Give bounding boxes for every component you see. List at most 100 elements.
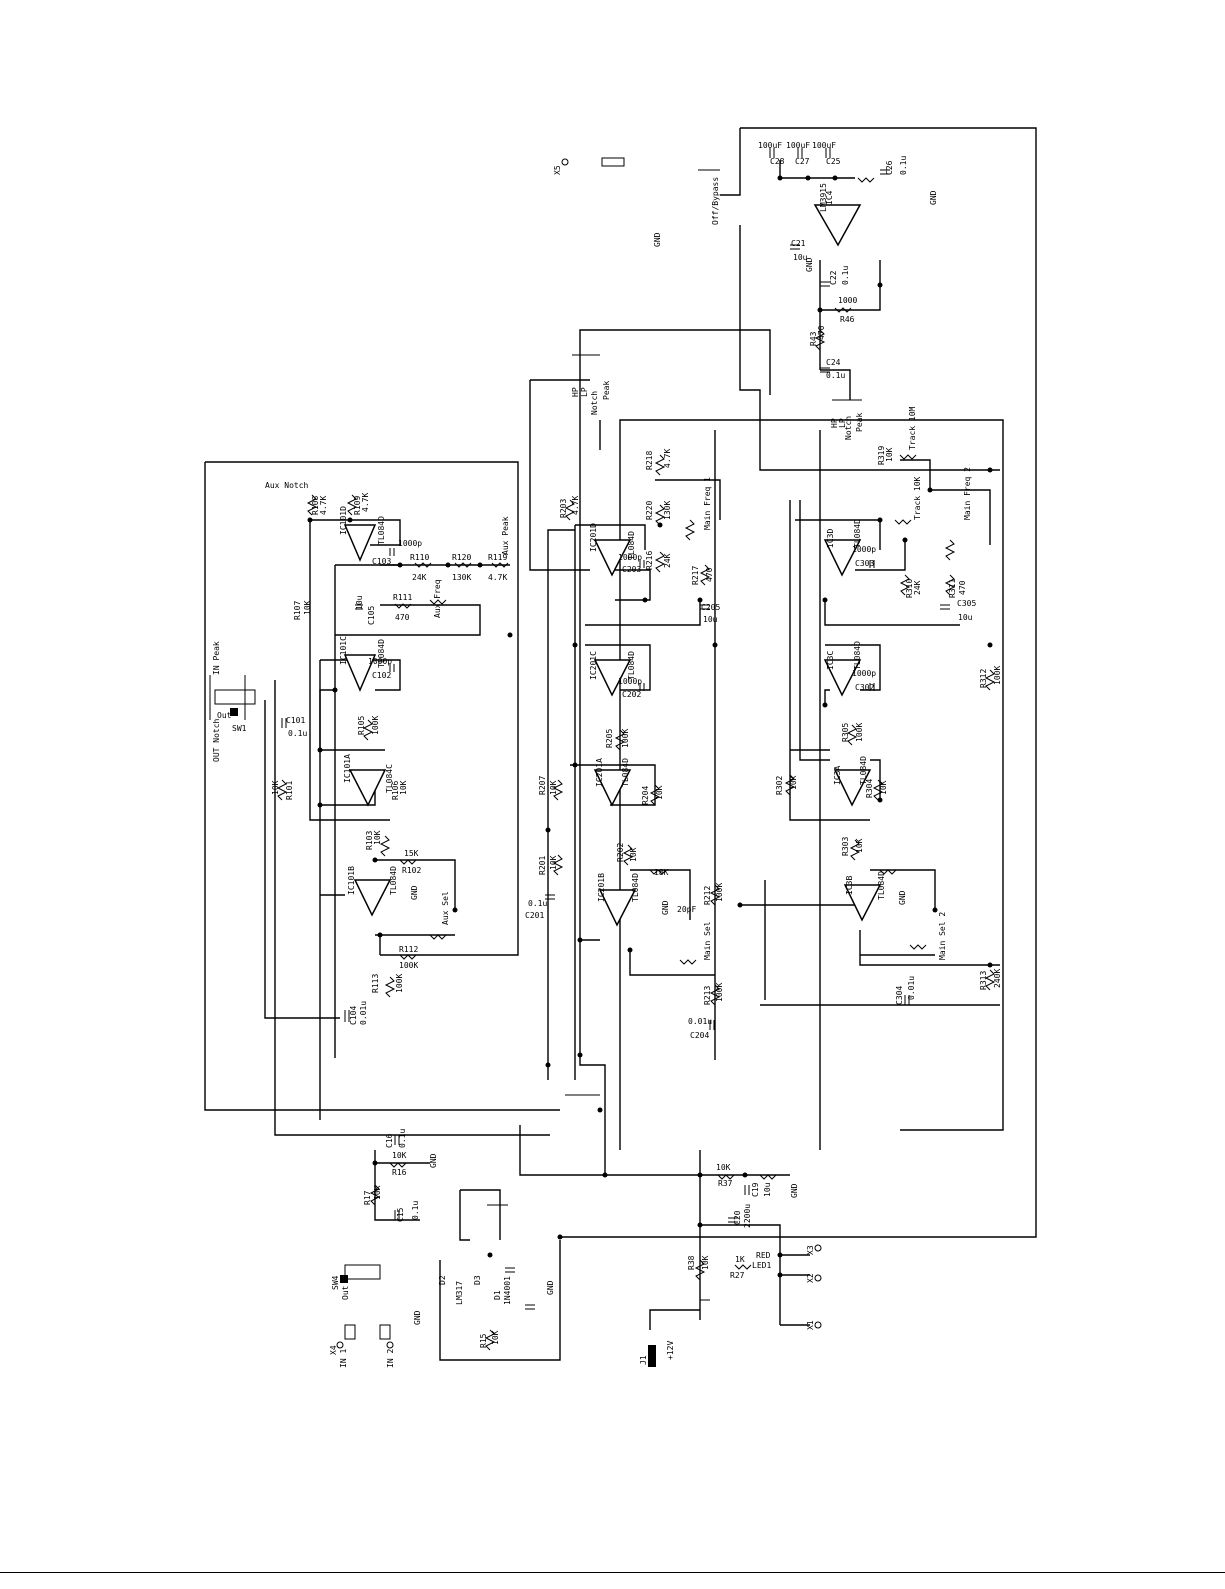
switch-hp: HP — [830, 418, 839, 428]
switch-lp: LP — [580, 387, 589, 397]
opamp-ic3d — [823, 539, 862, 577]
opamp-ic201d — [593, 539, 632, 577]
cap-value: 0.1u — [899, 156, 908, 175]
opamp-part: TL084D — [877, 871, 886, 900]
opamp-ref: IC3D — [826, 529, 835, 548]
resistor-value: 240K — [993, 969, 1002, 988]
resistor-ref: R111 — [393, 593, 412, 602]
opamp-ref: IC201C — [589, 651, 598, 680]
resistor-value: 10K — [885, 447, 894, 462]
switch-peak: Peak — [855, 413, 864, 432]
opamp-ic201a — [593, 769, 632, 807]
cap-ref: C25 — [826, 157, 841, 166]
opamp-ic101b — [353, 879, 392, 917]
cap-ref: C105 — [367, 606, 376, 625]
opamp-ic3b — [843, 884, 882, 922]
gnd-label: GND — [898, 890, 907, 905]
cap-value: 100uF — [812, 141, 836, 150]
label-aux-peak: Aux Peak — [501, 516, 510, 555]
switch-lp: LP — [838, 418, 847, 428]
cap-ref: C302 — [855, 683, 874, 692]
resistor-value: 4.7K — [319, 496, 328, 515]
resistor-ref: R101 — [285, 781, 294, 800]
diode-part: 1N4001 — [503, 1276, 512, 1305]
resistor-value: 130K — [452, 573, 471, 582]
resistor-value: 4.7K — [361, 493, 370, 512]
resistor-ref: R302 — [775, 776, 784, 795]
opamp-ic101a — [348, 769, 387, 807]
resistor-ref: R213 — [703, 986, 712, 1005]
resistor-value: 100K — [399, 961, 418, 970]
resistor-ref: R311 — [948, 579, 957, 598]
main-filter-2-block — [790, 459, 1000, 966]
opamp-part: TL084D — [627, 531, 636, 560]
cap-ref: C103 — [372, 557, 391, 566]
opamp-symbols — [343, 204, 882, 927]
resistor-ref: R110 — [410, 553, 429, 562]
diode-ref: D3 — [473, 1275, 482, 1285]
resistor-ref: R204 — [641, 786, 650, 805]
cap-ref: C28 — [770, 157, 785, 166]
cap-value: 0.01u — [907, 976, 916, 1000]
opamp-ref: IC3A — [833, 766, 842, 785]
cap-value: 1000p — [852, 545, 876, 554]
opamp-ref: IC101B — [347, 866, 356, 895]
resistor-ref: R102 — [402, 866, 421, 875]
resistor-value: 10K — [271, 780, 280, 795]
cap-ref: C26 — [885, 160, 894, 175]
resistor-value: 10K — [392, 1151, 407, 1160]
resistor-value: 10K — [716, 1163, 731, 1172]
resistor-value: 10K — [399, 780, 408, 795]
resistor-value: 10K — [655, 785, 664, 800]
switch-off-bypass: Off/Bypass — [711, 177, 720, 225]
cap-ref: C304 — [895, 986, 904, 1005]
label-plus-12v: +12V — [666, 1341, 675, 1360]
cap-value: 0.1u — [528, 899, 547, 908]
resistor-ref: R201 — [538, 856, 547, 875]
resistor-value: 10K — [629, 847, 638, 862]
regulator-part: LM317 — [455, 1281, 464, 1305]
resistor-value: 10K — [549, 780, 558, 795]
resistor-ref: R203 — [559, 499, 568, 518]
resistor-ref: R217 — [691, 566, 700, 585]
connector-j1: J1 — [639, 1355, 648, 1365]
resistor-value: 10K — [373, 830, 382, 845]
resistor-ref: R220 — [645, 501, 654, 520]
resistor-value: 4.7K — [488, 573, 507, 582]
cap-value: 0.01u — [688, 1017, 712, 1026]
resistor-value: 100K — [395, 974, 404, 993]
connector-x4: X4 — [329, 1345, 338, 1355]
label-sw1: SW1 — [232, 724, 247, 733]
opamp-ic201c — [593, 659, 632, 697]
resistor-value: 470 — [958, 580, 967, 595]
cap-ref: C305 — [957, 599, 976, 608]
ic4-level-driver — [813, 204, 862, 247]
cap-value: 100uF — [786, 141, 810, 150]
label-sw4: SW4 — [331, 1275, 340, 1290]
cap-value: 0.1u — [841, 266, 850, 285]
pot-main-sel-2: Main Sel 2 — [938, 912, 947, 960]
gnd-label: GND — [653, 232, 662, 247]
label-in-peak: IN Peak — [212, 641, 221, 675]
resistor-ref: R305 — [841, 723, 850, 742]
cap-value: 1000p — [618, 553, 642, 562]
resistor-ref: R313 — [979, 971, 988, 990]
resistor-value: 100K — [715, 883, 724, 902]
cap-ref: C21 — [791, 239, 806, 248]
resistor-value: 1K — [735, 1255, 745, 1264]
resistor-value: 470 — [395, 613, 410, 622]
label-out-notch: OUT Notch — [212, 718, 221, 762]
gnd-label: GND — [546, 1280, 555, 1295]
opamp-part: TL084D — [853, 519, 862, 548]
gnd-label: GND — [790, 1183, 799, 1198]
resistor-value: 130K — [663, 501, 672, 520]
gnd-label: GND — [410, 885, 419, 900]
cap-ref: C102 — [372, 671, 391, 680]
pot-aux-freq: Aux Freq — [433, 579, 442, 618]
opamp-part: TL084D — [389, 866, 398, 895]
opamp-ic3a — [833, 769, 872, 807]
cap-ref: C20 — [733, 1210, 742, 1225]
resistor-ref: R105 — [357, 716, 366, 735]
cap-ref: C19 — [751, 1182, 760, 1197]
component-ticks — [276, 148, 996, 1351]
